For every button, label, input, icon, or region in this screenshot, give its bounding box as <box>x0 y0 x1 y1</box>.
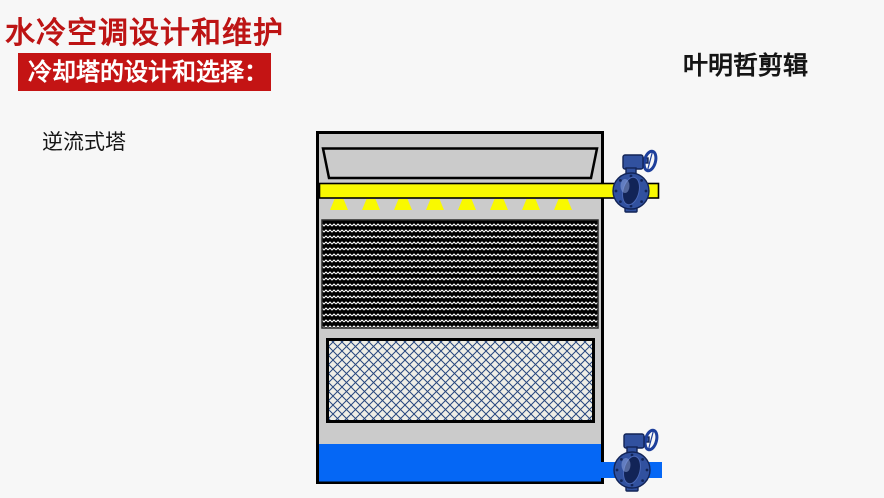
credit-text: 叶明哲剪辑 <box>683 51 809 80</box>
spray-header-pipe <box>318 182 660 199</box>
outlet-butterfly-valve-icon <box>612 427 661 493</box>
diagram-label: 逆流式塔 <box>42 130 126 154</box>
spray-nozzles <box>330 199 572 210</box>
water-basin <box>319 444 601 482</box>
fan-housing-louver <box>321 147 599 180</box>
page-title: 水冷空调设计和维护 <box>5 16 284 51</box>
section-banner: 冷却塔的设计和选择： <box>18 53 271 91</box>
fill-packing-black <box>321 219 599 329</box>
inlet-butterfly-valve-icon <box>611 148 660 214</box>
lattice-packing <box>326 338 595 423</box>
